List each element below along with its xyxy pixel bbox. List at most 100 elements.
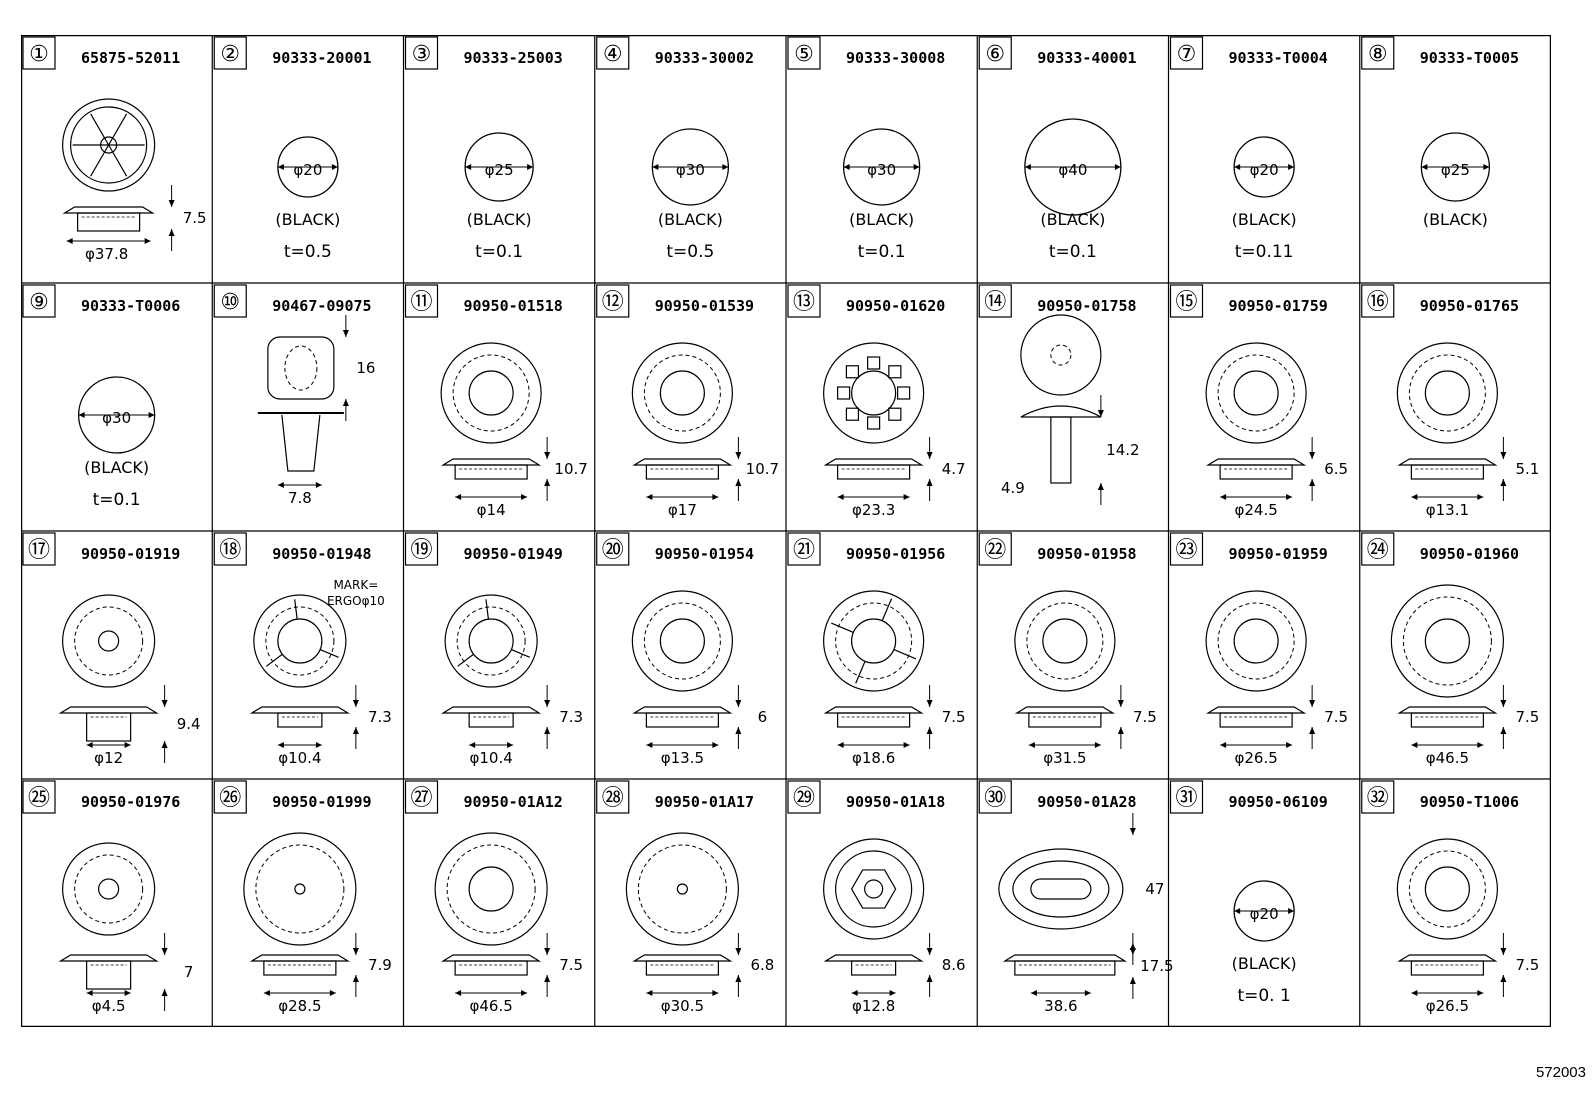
body-profile bbox=[86, 960, 132, 990]
clip-head bbox=[267, 336, 335, 400]
arrowhead bbox=[1500, 948, 1507, 955]
arrowhead bbox=[161, 700, 168, 707]
arrowhead bbox=[86, 990, 93, 996]
grommet-outer bbox=[1396, 838, 1498, 940]
dimension-label: 7.5 bbox=[942, 708, 966, 726]
index-box bbox=[404, 36, 439, 70]
diameter-label: φ30 bbox=[676, 161, 705, 179]
arrowhead bbox=[352, 700, 359, 707]
grommet-ring bbox=[1402, 596, 1492, 686]
grommet-outer bbox=[631, 590, 733, 692]
clip-leg bbox=[281, 414, 321, 472]
grommet-outer bbox=[1014, 590, 1116, 692]
diameter-label: φ20 bbox=[1250, 905, 1279, 923]
body-profile bbox=[1410, 712, 1484, 728]
arrowhead bbox=[1129, 977, 1136, 984]
grommet-outer bbox=[440, 342, 542, 444]
hex-boss bbox=[850, 869, 897, 909]
arrowhead bbox=[352, 727, 359, 734]
arrowhead bbox=[1477, 494, 1484, 500]
thickness-note: t=0.1 bbox=[1049, 242, 1097, 262]
grommet-hole bbox=[277, 618, 323, 664]
grommet-ring bbox=[637, 844, 727, 934]
part-number: 90950-01976 bbox=[81, 793, 180, 811]
index-box bbox=[22, 532, 56, 566]
arrowhead bbox=[926, 479, 933, 486]
grommet-ring bbox=[74, 606, 144, 676]
grommet-hole bbox=[1233, 370, 1279, 416]
arrowhead bbox=[1309, 479, 1316, 486]
gear-tooth bbox=[845, 407, 860, 421]
cap-profile bbox=[440, 706, 542, 714]
arrowhead bbox=[646, 494, 653, 500]
arrowhead bbox=[277, 164, 284, 170]
body-profile bbox=[86, 712, 132, 742]
diameter-label: φ30 bbox=[867, 161, 896, 179]
grommet-ring bbox=[835, 850, 913, 928]
cap-profile bbox=[1002, 954, 1128, 962]
arrowhead bbox=[735, 727, 742, 734]
arrowhead bbox=[1477, 990, 1484, 996]
grommet-outer bbox=[434, 832, 548, 946]
dimension-label: 10.7 bbox=[554, 460, 587, 478]
index-box bbox=[1361, 532, 1395, 566]
dimension-label: 4.7 bbox=[942, 460, 966, 478]
part-number: 90950-01949 bbox=[463, 545, 562, 563]
color-note: (BLACK) bbox=[849, 210, 914, 229]
gear-tooth bbox=[845, 365, 860, 379]
cap-profile bbox=[249, 706, 351, 714]
diameter-label: φ26.5 bbox=[1426, 997, 1469, 1015]
index-box bbox=[213, 36, 247, 70]
arrowhead bbox=[1220, 742, 1227, 748]
dimension-label: 38.6 bbox=[1044, 997, 1077, 1015]
arrowhead bbox=[722, 164, 729, 170]
spoke bbox=[108, 113, 128, 146]
mark-note: ERGOφ10 bbox=[327, 594, 385, 608]
dimension-label: 6.5 bbox=[1324, 460, 1348, 478]
index-box bbox=[404, 780, 439, 814]
part-index: ⑥ bbox=[985, 42, 1005, 67]
dimension-label: 7.8 bbox=[288, 489, 312, 507]
part-index: ㉛ bbox=[1175, 786, 1197, 811]
dimension-label: 16 bbox=[356, 359, 375, 377]
grommet-hole bbox=[468, 866, 514, 912]
cap-profile bbox=[58, 954, 159, 962]
gear-tooth bbox=[897, 386, 911, 400]
cap-profile bbox=[440, 954, 542, 962]
index-box bbox=[1169, 532, 1204, 566]
index-box bbox=[213, 284, 247, 318]
part-number: 90950-01539 bbox=[655, 297, 754, 315]
body-profile bbox=[1410, 960, 1484, 976]
diameter-label: φ40 bbox=[1058, 161, 1087, 179]
body-profile bbox=[277, 712, 323, 728]
grommet-ring bbox=[446, 844, 536, 934]
grommet-outer bbox=[625, 832, 739, 946]
index-box bbox=[787, 36, 821, 70]
arrowhead bbox=[144, 238, 151, 244]
dimension-label: 7.5 bbox=[183, 209, 207, 227]
drawing-code: 572003 bbox=[1535, 1064, 1586, 1081]
arrowhead bbox=[735, 700, 742, 707]
part-index: ㉔ bbox=[1367, 538, 1389, 563]
arrowhead bbox=[1129, 828, 1136, 835]
part-index: ㉕ bbox=[28, 786, 50, 811]
color-note: (BLACK) bbox=[1232, 954, 1297, 973]
body-profile bbox=[837, 464, 911, 480]
diameter-label: φ28.5 bbox=[278, 997, 321, 1015]
grommet-hole bbox=[1424, 618, 1470, 664]
rib bbox=[831, 622, 854, 633]
grommet-hole bbox=[1233, 618, 1279, 664]
part-number: 90950-01A12 bbox=[463, 793, 562, 811]
gear-tooth bbox=[867, 356, 881, 370]
